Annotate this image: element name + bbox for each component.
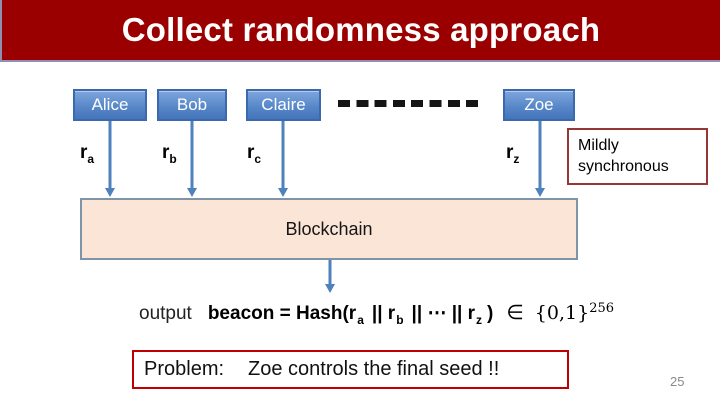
element-of-symbol: ∈ [506, 302, 524, 324]
note-text: Mildly synchronous [578, 137, 669, 175]
arrow-stem [328, 260, 331, 285]
equation-hash-head: beacon = Hash(r [207, 303, 357, 324]
arrow-stem [538, 121, 541, 189]
party-label-alice: Alice [91, 95, 129, 114]
down-arrow-claire [277, 121, 288, 197]
equation-concat-1: || r [371, 303, 396, 324]
arrow-stem [190, 121, 193, 189]
blockchain-label: Blockchain [285, 218, 373, 239]
party-label-zoe: Zoe [524, 95, 554, 114]
ellipsis-dashes [338, 100, 484, 107]
problem-text: Zoe controls the final seed !! [248, 358, 500, 380]
arrow-head-icon [186, 188, 197, 197]
r-subscript: b [169, 152, 177, 166]
r-subscript: z [513, 152, 520, 166]
arrow-head-icon [277, 188, 288, 197]
arrow-head-icon [534, 188, 545, 197]
arrow-stem [108, 121, 111, 189]
down-arrow-zoe [534, 121, 545, 197]
arrow-head-icon [324, 284, 335, 293]
r-label-bob: rb [162, 142, 177, 166]
r-base: r [247, 142, 255, 163]
equation-output-word: output [139, 303, 192, 324]
party-box-bob: Bob [157, 89, 227, 121]
equation-set-exponent: 256 [589, 301, 615, 316]
r-base: r [162, 142, 170, 163]
party-box-claire: Claire [246, 89, 321, 121]
party-label-bob: Bob [176, 95, 208, 114]
problem-prefix: Problem: [144, 358, 225, 380]
page-title: Collect randomness approach [121, 11, 601, 48]
r-subscript: a [87, 152, 95, 166]
blockchain-output-arrow [324, 260, 335, 293]
equation-sub-a: a [357, 313, 364, 327]
blockchain-box: Blockchain [80, 198, 578, 260]
title-bar: Collect randomness approach [0, 0, 720, 62]
arrow-head-icon [104, 188, 115, 197]
equation-close-paren: ) [487, 303, 494, 324]
beacon-equation: output beacon = Hash(ra || rb || ⋯ || rz) ∈ {… [139, 300, 614, 327]
equation-concat-2: || ⋯ || r [411, 303, 476, 324]
party-box-zoe: Zoe [503, 89, 575, 121]
r-base: r [506, 142, 514, 163]
down-arrow-bob [186, 121, 197, 197]
equation-sub-b: b [396, 313, 404, 327]
equation-sub-z: z [476, 313, 483, 327]
arrow-stem [281, 121, 284, 189]
r-subscript: c [254, 152, 262, 166]
r-label-claire: rc [247, 142, 261, 166]
equation-set: {0,1} [534, 302, 590, 324]
r-label-zoe: rz [506, 142, 519, 166]
r-base: r [80, 142, 88, 163]
r-label-alice: ra [80, 142, 94, 166]
party-label-claire: Claire [261, 95, 306, 114]
page-number: 25 [670, 374, 685, 389]
party-box-alice: Alice [73, 89, 147, 121]
problem-box: Problem: Zoe controls the final seed !! [132, 350, 569, 389]
mildly-synchronous-note: Mildly synchronous [567, 128, 708, 185]
down-arrow-alice [104, 121, 115, 197]
